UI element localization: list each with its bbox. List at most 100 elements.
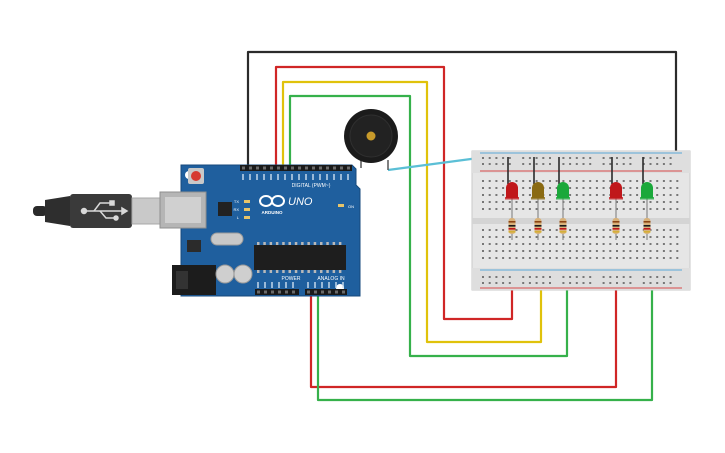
breadboard-hole[interactable] [569,157,572,159]
breadboard-hole[interactable] [569,163,572,165]
breadboard-hole[interactable] [649,257,652,259]
breadboard-hole[interactable] [609,250,612,252]
breadboard-hole[interactable] [488,282,491,284]
led-1[interactable] [505,157,519,214]
breadboard-hole[interactable] [642,282,645,284]
breadboard-hole[interactable] [676,194,679,196]
breadboard-hole[interactable] [656,250,659,252]
header-pin[interactable] [264,290,267,294]
breadboard-hole[interactable] [582,187,585,189]
breadboard-hole[interactable] [542,180,545,182]
breadboard-hole[interactable] [609,229,612,231]
breadboard-hole[interactable] [482,187,484,189]
breadboard-hole[interactable] [488,194,491,196]
breadboard-hole[interactable] [542,163,545,165]
breadboard-hole[interactable] [575,157,578,159]
digital-header[interactable] [240,165,352,171]
breadboard-hole[interactable] [508,163,511,165]
breadboard-hole[interactable] [642,201,645,203]
breadboard-hole[interactable] [676,257,679,259]
breadboard-hole[interactable] [488,180,491,182]
breadboard-hole[interactable] [649,236,652,238]
breadboard-hole[interactable] [622,163,625,165]
led-5[interactable] [640,157,654,214]
breadboard-hole[interactable] [609,276,612,278]
breadboard-hole[interactable] [609,243,612,245]
breadboard-hole[interactable] [669,194,672,196]
breadboard-hole[interactable] [602,229,605,231]
breadboard-hole[interactable] [589,250,592,252]
breadboard-hole[interactable] [656,229,659,231]
breadboard-hole[interactable] [482,257,484,259]
header-pin[interactable] [333,166,336,170]
breadboard-hole[interactable] [622,276,625,278]
usb-cable[interactable] [33,194,163,228]
breadboard-hole[interactable] [662,257,665,259]
breadboard-hole[interactable] [609,201,612,203]
breadboard-hole[interactable] [636,194,639,196]
breadboard-hole[interactable] [589,194,592,196]
resistor[interactable] [643,214,651,240]
breadboard-hole[interactable] [622,180,625,182]
breadboard-hole[interactable] [676,243,679,245]
breadboard-hole[interactable] [575,194,578,196]
breadboard-hole[interactable] [582,194,585,196]
reset-button-cap[interactable] [191,171,201,181]
breadboard-hole[interactable] [669,208,672,210]
breadboard-hole[interactable] [488,250,491,252]
breadboard-hole[interactable] [609,180,612,182]
breadboard-hole[interactable] [649,282,652,284]
breadboard-hole[interactable] [549,194,551,196]
breadboard-hole[interactable] [528,243,531,245]
breadboard-hole[interactable] [669,229,672,231]
breadboard-hole[interactable] [595,180,598,182]
breadboard-hole[interactable] [535,180,538,182]
breadboard-hole[interactable] [535,163,538,165]
breadboard-hole[interactable] [515,236,518,238]
breadboard-hole[interactable] [575,208,578,210]
breadboard-hole[interactable] [502,250,505,252]
breadboard-hole[interactable] [602,243,605,245]
header-pin[interactable] [305,166,308,170]
breadboard-hole[interactable] [569,243,572,245]
breadboard-hole[interactable] [582,180,585,182]
breadboard-hole[interactable] [482,208,484,210]
breadboard-hole[interactable] [508,250,511,252]
breadboard-hole[interactable] [629,208,632,210]
breadboard-hole[interactable] [616,208,618,210]
breadboard-hole[interactable] [662,236,665,238]
breadboard-hole[interactable] [549,201,551,203]
breadboard-hole[interactable] [495,201,498,203]
breadboard-hole[interactable] [622,250,625,252]
breadboard-hole[interactable] [488,229,491,231]
breadboard-hole[interactable] [649,163,652,165]
header-pin[interactable] [328,290,331,294]
breadboard-hole[interactable] [642,250,645,252]
breadboard-hole[interactable] [502,236,505,238]
breadboard-hole[interactable] [535,201,538,203]
breadboard-hole[interactable] [542,276,545,278]
breadboard-hole[interactable] [508,180,511,182]
breadboard-hole[interactable] [542,229,545,231]
breadboard-hole[interactable] [582,163,585,165]
breadboard-hole[interactable] [642,257,645,259]
breadboard-hole[interactable] [669,187,672,189]
breadboard-hole[interactable] [629,257,632,259]
breadboard-hole[interactable] [595,187,598,189]
analog-header[interactable] [305,289,347,295]
breadboard-hole[interactable] [589,157,592,159]
breadboard-hole[interactable] [522,163,525,165]
breadboard-hole[interactable] [549,180,551,182]
breadboard-hole[interactable] [522,236,525,238]
breadboard-hole[interactable] [495,282,498,284]
breadboard-hole[interactable] [555,257,558,259]
led-2[interactable] [531,157,545,214]
breadboard-hole[interactable] [669,180,672,182]
breadboard-hole[interactable] [555,180,558,182]
breadboard-hole[interactable] [656,208,659,210]
breadboard-hole[interactable] [542,157,545,159]
breadboard-hole[interactable] [595,194,598,196]
breadboard-hole[interactable] [636,257,639,259]
breadboard-hole[interactable] [629,250,632,252]
breadboard-hole[interactable] [555,194,558,196]
